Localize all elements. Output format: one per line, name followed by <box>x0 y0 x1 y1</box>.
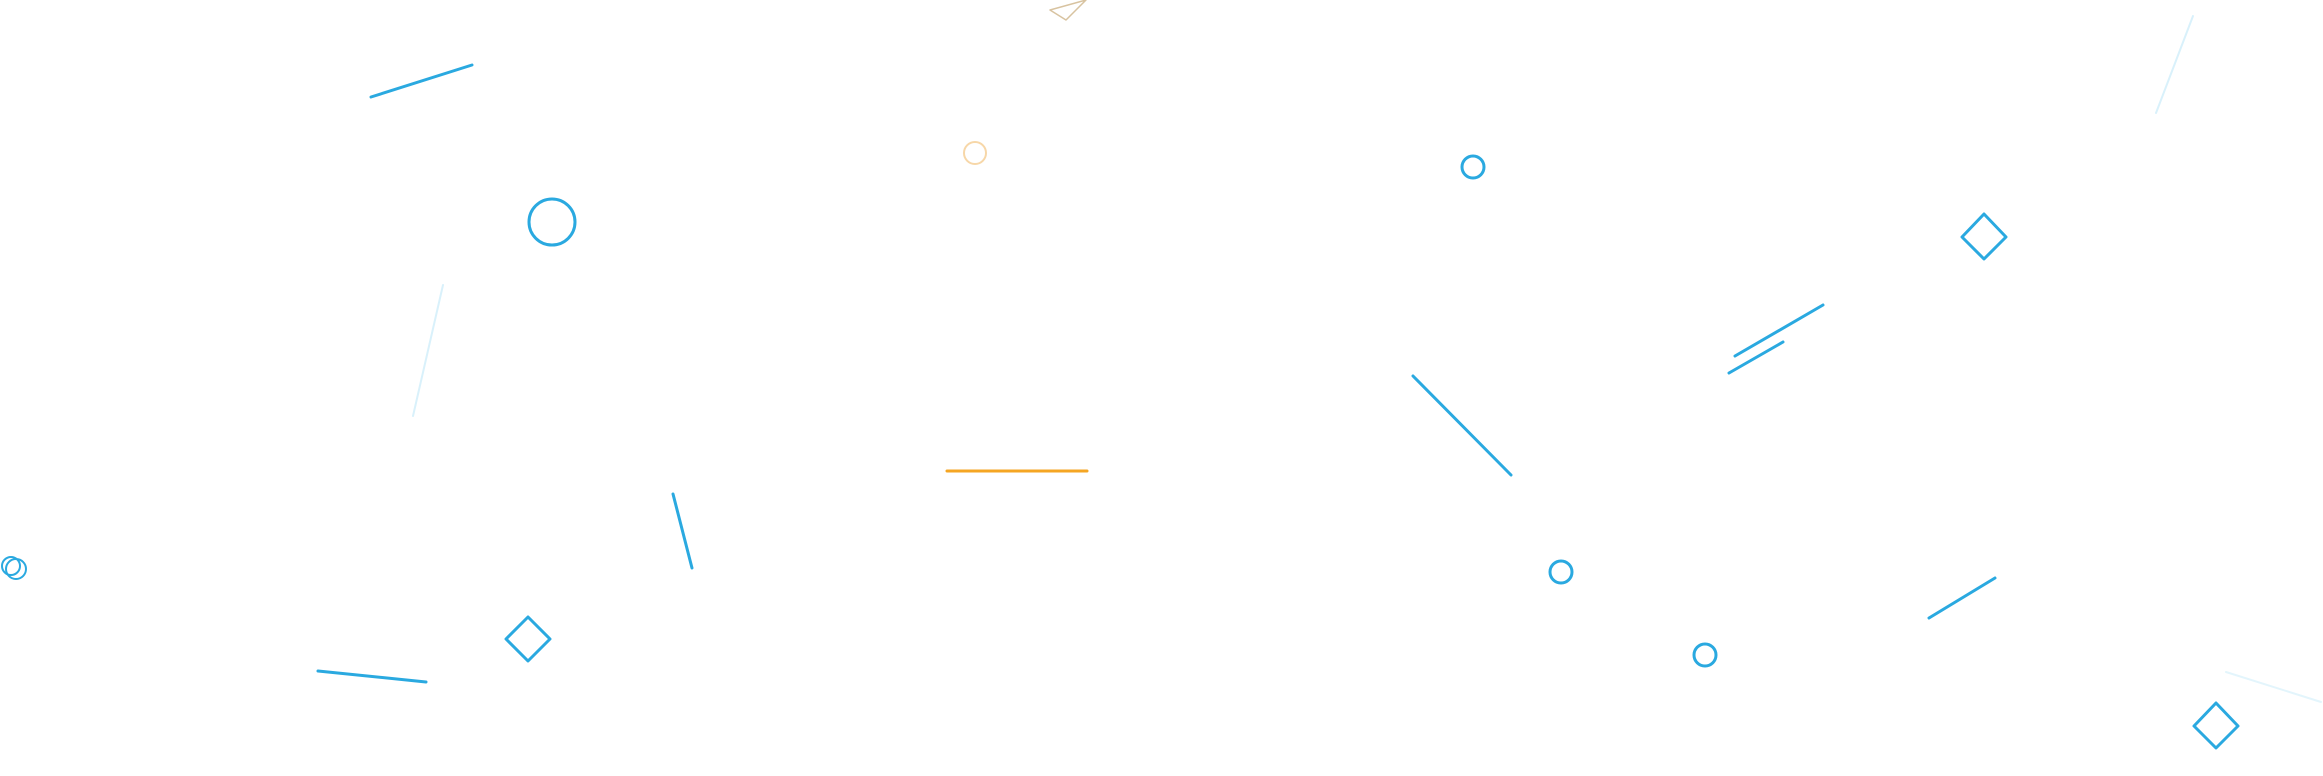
blue-diamond-outline-icon <box>2192 701 2240 750</box>
blue-line-stroke-icon <box>1927 576 1997 620</box>
blue-line-stroke-icon <box>316 669 428 684</box>
blue-circle-small-icon <box>5 558 27 580</box>
blue-circle-small-icon <box>1548 559 1574 585</box>
blue-line-stroke-icon <box>671 492 694 570</box>
blue-diamond-outline-icon <box>1960 212 2008 261</box>
blue-circle-small-icon <box>1692 642 1718 668</box>
blue-line-stroke-icon <box>369 63 474 99</box>
blue-diamond-outline-icon <box>504 615 552 663</box>
blue-line-stroke-icon <box>1727 340 1785 375</box>
blue-circle-small-icon <box>1460 154 1486 180</box>
blue-line-stroke-icon <box>1411 374 1513 477</box>
blue-circle-small-icon <box>1 556 21 576</box>
blue-line-stroke-icon <box>1733 303 1825 358</box>
orange-circle-small-icon <box>963 141 987 165</box>
faint-blue-line-stroke-icon <box>2155 15 2194 114</box>
faint-blue-line-stroke-icon <box>2225 671 2322 703</box>
faint-blue-line-stroke-icon <box>412 284 444 417</box>
paper-plane-triangle-icon <box>1049 0 1087 21</box>
blue-circle-large-icon <box>527 197 577 247</box>
